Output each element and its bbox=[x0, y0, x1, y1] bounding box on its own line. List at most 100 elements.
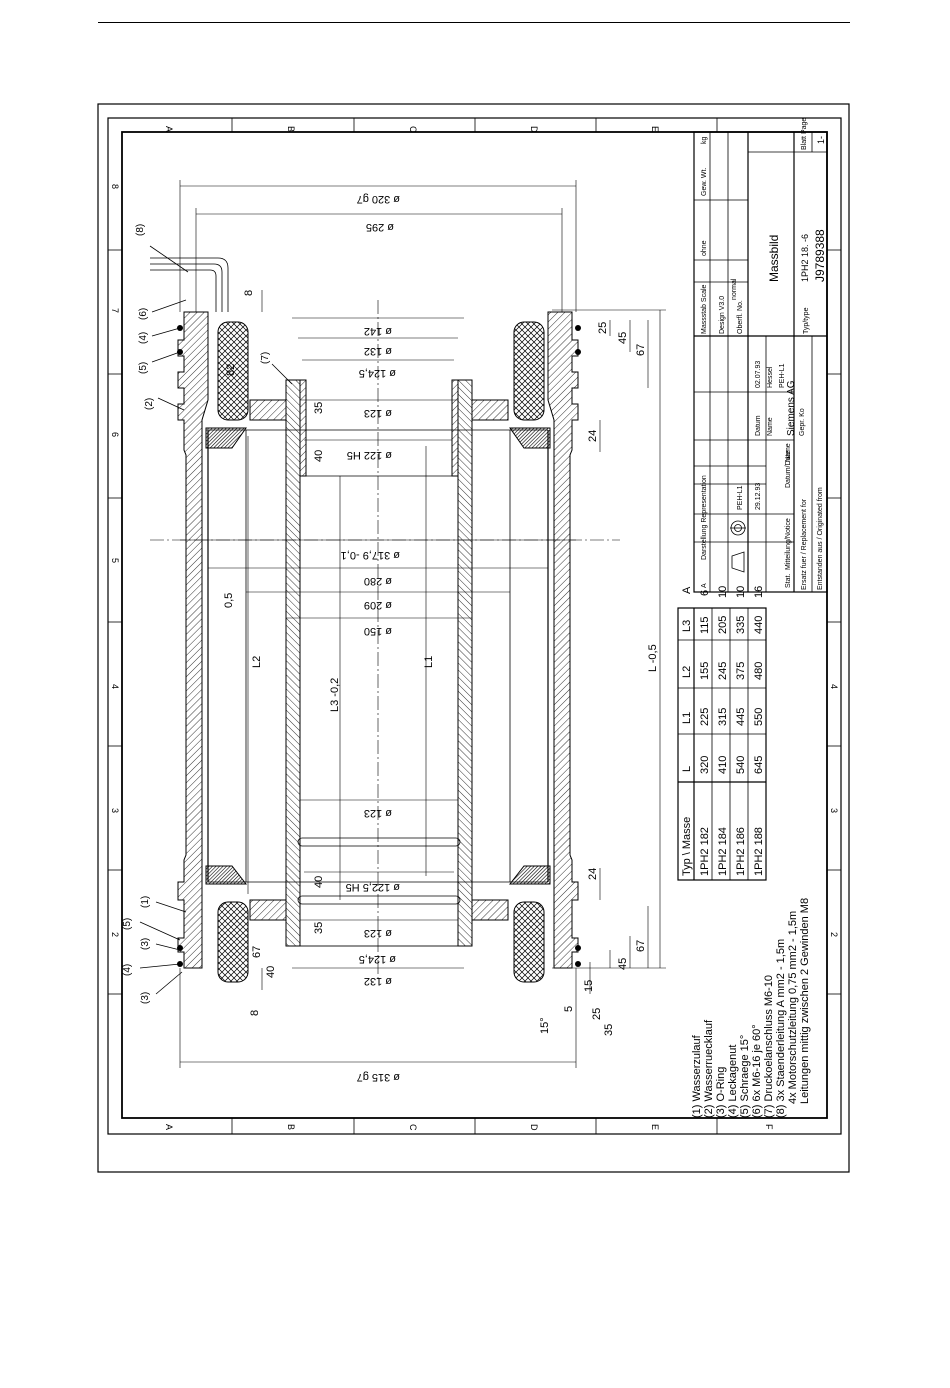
callout-5: (5) bbox=[138, 362, 149, 374]
frame-number: 5 bbox=[110, 558, 120, 563]
end-ring-top-right bbox=[513, 321, 545, 421]
legend-item: (4) Leckagenut bbox=[727, 1045, 739, 1118]
dim-v5: 5 bbox=[563, 1006, 575, 1012]
dim-v82: 82 bbox=[225, 364, 237, 376]
dim-d1245-bot: ø 124,5 bbox=[359, 953, 396, 965]
winding-top-right bbox=[509, 427, 551, 449]
table-cell: 1PH2 184 bbox=[717, 827, 729, 876]
housing-left-wall bbox=[177, 311, 209, 969]
rotor-sleeve-inner-left bbox=[299, 379, 307, 477]
frame-number: 3 bbox=[829, 808, 839, 813]
tb-rev-name: PEH-L1 bbox=[737, 485, 744, 510]
frame-number: 3 bbox=[110, 808, 120, 813]
winding-bot-right bbox=[508, 865, 551, 885]
dim-d315: ø 315 g7 bbox=[357, 1071, 400, 1083]
tb-title: Massbild bbox=[767, 235, 781, 282]
callout-1: (1) bbox=[140, 896, 151, 908]
tb-state-label: Stat. bbox=[785, 574, 792, 588]
legend-item: 4x Motorschutzleitung 0,75 mm2 - 1,5m bbox=[787, 911, 799, 1104]
drawing-border-inner bbox=[121, 131, 828, 1119]
frame-letter: F bbox=[764, 1124, 774, 1130]
outer-page-frame bbox=[97, 103, 850, 1173]
tb-dar-label: Darstellung Representation bbox=[701, 475, 708, 560]
dim-L1: L1 bbox=[423, 656, 435, 668]
dim-d122-top: ø 122 H5 bbox=[347, 449, 392, 461]
tb-blatt-value: 1- bbox=[816, 136, 826, 144]
legend: (1) Wasserzulauf (2) Wasserruecklauf (3)… bbox=[691, 898, 811, 1118]
dim-v45-top: 45 bbox=[617, 332, 629, 344]
tb-name-label: Name bbox=[767, 417, 774, 436]
dim-v45-bot: 45 bbox=[617, 958, 629, 970]
table-cell: 225 bbox=[699, 708, 711, 726]
dim-v25-top: 25 bbox=[597, 322, 609, 334]
legend-item: (8) 3x Staenderleitung A mm2 - 1,5m bbox=[775, 939, 787, 1118]
drawing-border-outer bbox=[107, 117, 842, 1135]
dimension-table bbox=[677, 607, 767, 881]
frame-number: 4 bbox=[829, 684, 839, 689]
frame-number: 6 bbox=[110, 432, 120, 437]
o-ring bbox=[575, 945, 581, 951]
collar-top-right bbox=[471, 399, 509, 421]
dim-v24-top: 24 bbox=[587, 430, 599, 442]
dim-d132-bot: ø 132 bbox=[364, 975, 392, 987]
dim-L2: L2 bbox=[251, 656, 263, 668]
frame-letter: D bbox=[529, 126, 539, 133]
tb-gepr: Gepr. Ko bbox=[799, 408, 806, 436]
dim-v40-bot-l: 40 bbox=[265, 966, 277, 978]
table-cell: 540 bbox=[735, 756, 747, 774]
callout-labels: (8) (6) (4) (5) (2) (7) (1) (5) (3) (4) … bbox=[122, 224, 271, 1004]
dim-v25-bot: 25 bbox=[591, 1008, 603, 1020]
dim-v35-top: 35 bbox=[313, 402, 325, 414]
tb-company: Siemens AG bbox=[786, 380, 797, 436]
callout-3b: (3) bbox=[140, 992, 151, 1004]
diameter-dimension-lines bbox=[179, 180, 577, 1068]
table-header: L bbox=[681, 766, 693, 772]
table-header: A bbox=[681, 586, 693, 594]
frame-grid-ticks bbox=[108, 118, 841, 1134]
frame-number: 4 bbox=[110, 684, 120, 689]
table-cell: 315 bbox=[717, 708, 729, 726]
dim-v67-bot-l: 67 bbox=[251, 946, 263, 958]
dim-d1225: ø 122,5 H5 bbox=[346, 881, 400, 893]
length-texts: 8 25 45 67 82 35 40 24 0,5 L2 L3 -0,2 L1… bbox=[223, 290, 659, 1036]
tb-name-name-label: Name bbox=[785, 443, 792, 462]
table-cell: 335 bbox=[735, 616, 747, 634]
frame-letter: C bbox=[408, 1124, 418, 1131]
callout-7: (7) bbox=[260, 352, 271, 364]
tb-number: J9789388 bbox=[813, 229, 827, 282]
dim-d123-top: ø 123 bbox=[364, 407, 392, 419]
table-cell: 115 bbox=[699, 616, 711, 634]
table-cell: 440 bbox=[753, 616, 765, 634]
frame-letter: E bbox=[650, 126, 660, 132]
tb-datum-value: 02.07.93 bbox=[755, 361, 762, 388]
collar-bot-left bbox=[249, 899, 287, 921]
tb-massstab-label: Massstab Scale bbox=[701, 284, 708, 334]
frame-letter: A bbox=[164, 126, 174, 132]
tb-blatt-label: Blatt Page bbox=[801, 118, 808, 150]
callout-4: (4) bbox=[138, 332, 149, 344]
dimension-texts: ø 320 g7 ø 295 ø 142 ø 132 ø 124,5 ø 123… bbox=[341, 193, 400, 1083]
dimension-table-text: Typ \ Masse L L1 L2 L3 A 1PH2 182 320 22… bbox=[681, 586, 765, 876]
tb-rev-date: 29.12.93 bbox=[755, 483, 762, 510]
o-ring bbox=[575, 325, 581, 331]
dim-L: L -0,5 bbox=[647, 644, 659, 672]
table-header: L3 bbox=[681, 620, 693, 632]
table-cell: 410 bbox=[717, 756, 729, 774]
o-ring bbox=[575, 349, 581, 355]
frame-number: 2 bbox=[110, 932, 120, 937]
frame-letter: B bbox=[286, 1124, 296, 1130]
legend-item: Leitungen mittig zwischen 2 Gewinden M8 bbox=[799, 898, 811, 1104]
table-cell: 375 bbox=[735, 662, 747, 680]
frame-letters-bottom: A B C D E F bbox=[164, 1124, 774, 1131]
dim-d295: ø 295 bbox=[366, 221, 394, 233]
length-dimension-lines bbox=[247, 290, 666, 994]
tb-name-value: Hessel bbox=[767, 366, 774, 388]
dim-d142: ø 142 bbox=[364, 325, 392, 337]
frame-letter: A bbox=[164, 1124, 174, 1130]
end-ring-top-left bbox=[217, 321, 249, 421]
rotor-sleeve-inner-right bbox=[451, 379, 459, 477]
tb-datum-date-label: Datum/Date bbox=[785, 451, 792, 488]
dim-v40-top: 40 bbox=[313, 450, 325, 462]
callout-5b: (5) bbox=[122, 918, 133, 930]
